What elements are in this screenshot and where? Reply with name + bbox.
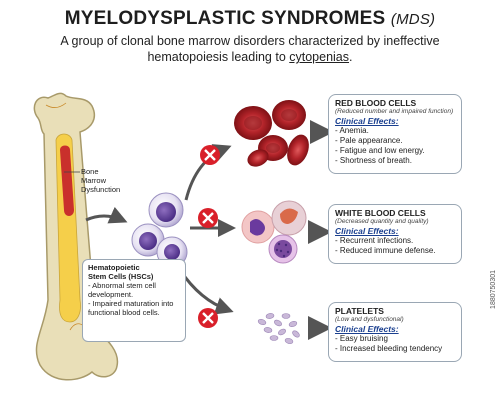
- wbc-title: WHITE BLOOD CELLS: [335, 208, 426, 218]
- bone-label-line2: Marrow: [81, 176, 107, 185]
- stem-item-1: - Abnormal stem cell development.: [88, 281, 156, 299]
- stem-box-title: Hematopoietic Stem Cells (HSCs): [88, 263, 180, 281]
- wbc-effects-label: Clinical Effects:: [335, 226, 399, 236]
- rbc-effect-3: - Fatigue and low energy.: [335, 146, 425, 155]
- wbc-effect-1: - Recurrent infections.: [335, 236, 414, 245]
- x-mark-wbc-icon: [198, 208, 218, 228]
- arrow-to-rbc: [184, 144, 232, 201]
- arrow-to-stem-cells: [85, 206, 128, 224]
- cytopenias-link: cytopenias: [289, 50, 350, 64]
- red-blood-cells: [234, 100, 309, 167]
- subtitle-line2-pre: hematopoiesis leading to: [147, 50, 290, 64]
- plt-effect-2: - Increased bleeding tendency: [335, 344, 443, 353]
- page-title: MYELODYSPLASTIC SYNDROMES (MDS): [0, 8, 500, 30]
- platelets-box: PLATELETS (Low and dysfunctional) Clinic…: [328, 302, 462, 362]
- bone-marrow-label: Bone Marrow Dysfunction: [81, 167, 120, 194]
- wbc-effect-2: - Reduced immune defense.: [335, 246, 436, 255]
- stem-cells-box: Hematopoietic Stem Cells (HSCs) - Abnorm…: [82, 259, 186, 342]
- rbc-effects-label: Clinical Effects:: [335, 116, 399, 126]
- plt-title: PLATELETS: [335, 306, 384, 316]
- subtitle: A group of clonal bone marrow disorders …: [30, 33, 470, 65]
- white-blood-cells: [241, 200, 307, 264]
- subtitle-line2-post: .: [349, 50, 353, 64]
- wbc-box: WHITE BLOOD CELLS (Decreased quantity an…: [328, 204, 462, 264]
- stem-title-line1: Hematopoietic: [88, 263, 140, 272]
- platelets: [257, 313, 300, 344]
- stem-cell-cluster: [131, 192, 188, 268]
- rbc-effect-1: - Anemia.: [335, 126, 369, 135]
- wbc-note: (Decreased quantity and quality): [335, 218, 429, 225]
- plt-effects-label: Clinical Effects:: [335, 324, 399, 334]
- stem-title-line2: Stem Cells (HSCs): [88, 272, 154, 281]
- arrow-to-platelets: [178, 269, 234, 315]
- title-abbreviation: (MDS): [390, 11, 436, 28]
- x-mark-platelets-icon: [198, 308, 218, 328]
- stock-id: 1880750301: [490, 270, 497, 309]
- stem-item-2: - Impaired maturation into functional bl…: [88, 299, 174, 317]
- plt-note: (Low and dysfunctional): [335, 316, 404, 323]
- rbc-effect-4: - Shortness of breath.: [335, 156, 412, 165]
- plt-effect-1: - Easy bruising: [335, 334, 388, 343]
- rbc-effect-2: - Pale appearance.: [335, 136, 403, 145]
- title-main: MYELODYSPLASTIC SYNDROMES: [64, 8, 386, 29]
- bone-label-line1: Bone: [81, 167, 99, 176]
- rbc-title: RED BLOOD CELLS: [335, 98, 417, 108]
- bone-label-line3: Dysfunction: [81, 185, 121, 194]
- rbc-note: (Reduced number and impaired function): [335, 108, 454, 115]
- x-mark-rbc-icon: [200, 145, 220, 165]
- rbc-box: RED BLOOD CELLS (Reduced number and impa…: [328, 94, 462, 174]
- femur-bone: [33, 92, 119, 381]
- subtitle-line1: A group of clonal bone marrow disorders …: [60, 34, 440, 48]
